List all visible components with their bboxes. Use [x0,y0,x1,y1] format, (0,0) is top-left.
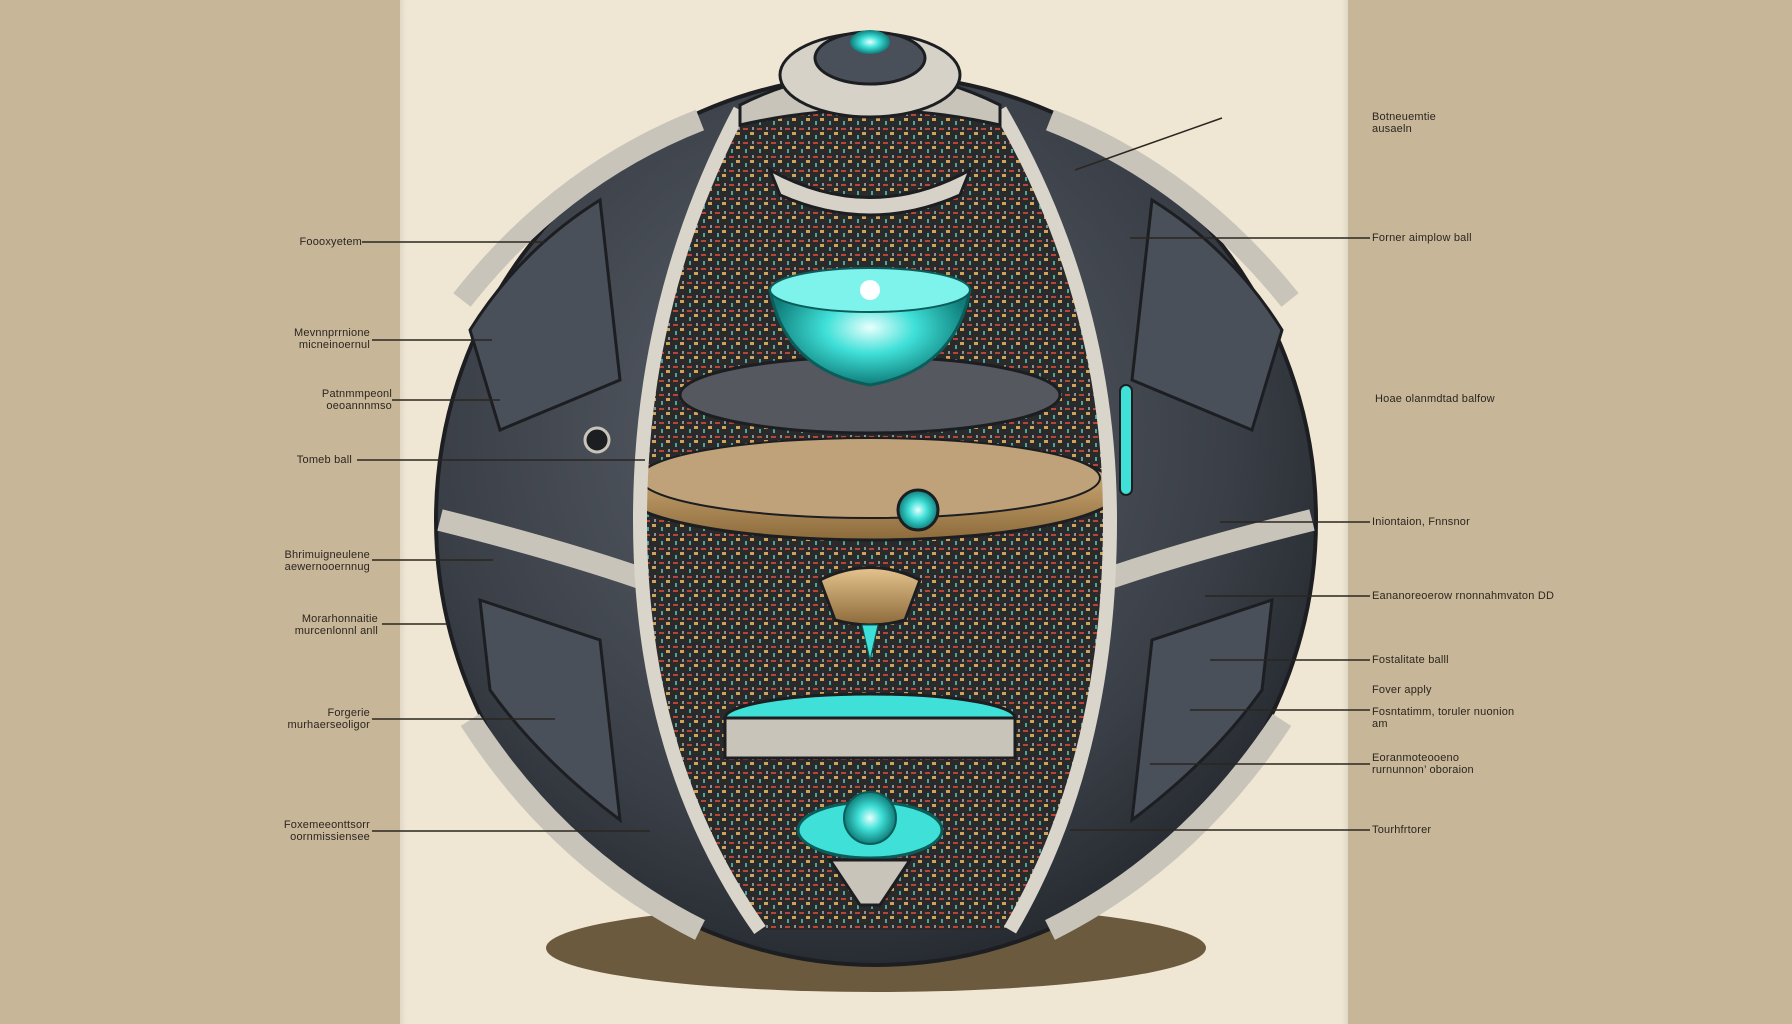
label-left-3: Patnmmpeonl oeoannnmso [321,388,392,412]
label-left-6: Morarhonnaitie murcenlonnl anll [294,613,378,637]
right-glow-strip [1119,384,1133,496]
label-right-3: Hoae olanmdtad balfow [1375,393,1495,405]
label-right-5: Eananoreoerow rnonnahmvaton DD [1372,590,1555,602]
top-beacon [850,30,890,54]
label-right-10: Tourhfrtorer [1372,824,1432,836]
label-left-2: Mevnnprrnione micneinoernul [294,327,370,351]
label-left-8: Foxemeeonttsorr oornmissiensee [283,819,370,843]
label-right-9: Eoranmoteooeno rurnunnon’ oboraion [1372,752,1474,776]
top-cap [738,30,1002,217]
label-right-6: Fostalitate balll [1372,654,1449,666]
cutaway-edges [632,106,1118,935]
brass-cone [818,566,922,627]
label-right-7: Fover apply [1372,684,1432,696]
label-right-8: Fosntatimm, toruler nuonion am [1372,706,1515,730]
label-right-2: Forner aimplow ball [1372,232,1472,244]
label-left-7: Forgerie murhaerseoligor [287,707,370,731]
glowing-bowl [768,267,972,387]
leader-lines [357,117,1370,832]
left-margin-band [0,0,400,1024]
label-right-4: Iniontaion, Fnnsnor [1372,516,1470,528]
right-margin-band [1348,0,1792,1024]
left-port [583,426,611,454]
label-left-5: Bhrimuigneulene aewernooernnug [284,549,370,573]
core-orb [896,488,940,532]
bottom-pod [796,791,944,907]
label-right-1: Botneuemtie ausaeln [1372,111,1436,135]
label-left-1: Foooxyetem [299,236,362,248]
label-left-4: Tomeb ball [296,454,352,466]
